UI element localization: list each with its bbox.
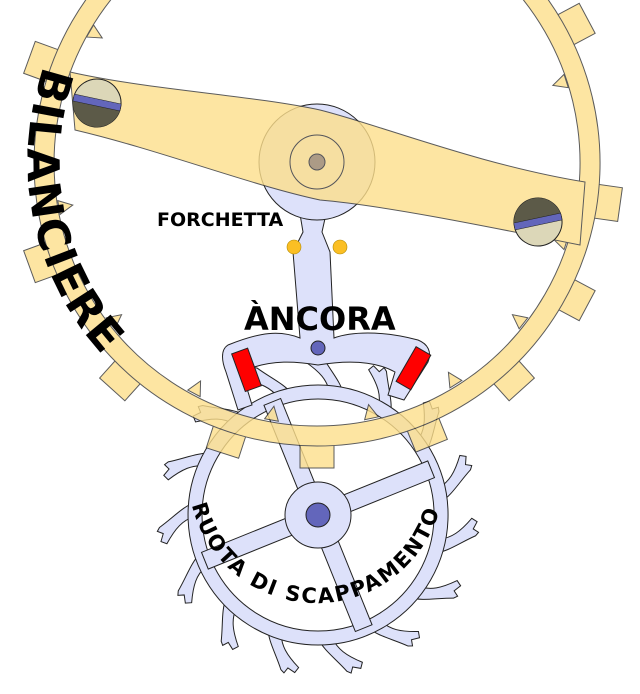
escape-wheel-tooth bbox=[267, 628, 300, 674]
anchor-body bbox=[222, 195, 431, 411]
balance-stud-tip bbox=[57, 199, 74, 216]
balance-wheel bbox=[22, 0, 623, 469]
anchor-label: ÀNCORA bbox=[244, 300, 396, 338]
escape-wheel-pivot bbox=[305, 502, 331, 528]
balance-stud-tip bbox=[105, 313, 123, 330]
balance-staff-collet bbox=[289, 134, 345, 190]
balance-stud-tip bbox=[511, 313, 529, 330]
banking-pin-right bbox=[332, 239, 348, 255]
exit-pallet-jewel bbox=[395, 345, 432, 391]
balance-screw-left bbox=[72, 78, 122, 128]
fork-label: FORCHETTA bbox=[157, 209, 283, 231]
escape-wheel-tooth bbox=[156, 501, 195, 545]
balance-stud-tip bbox=[363, 403, 380, 421]
balance-wheel-rim bbox=[33, 0, 601, 447]
escape-wheel-tooth bbox=[368, 365, 392, 415]
banking-pin-left bbox=[286, 239, 302, 255]
balance-stud-tip bbox=[263, 405, 280, 422]
balance-stud-tip bbox=[447, 371, 463, 389]
escape-wheel-tooth bbox=[317, 637, 363, 674]
escape-wheel-tooth bbox=[163, 452, 211, 481]
balance-wheel-arm bbox=[69, 71, 586, 246]
entry-pallet-jewel bbox=[231, 347, 262, 393]
balance-staff bbox=[308, 153, 326, 171]
escape-wheel-tooth bbox=[409, 579, 462, 600]
balance-stud-tip bbox=[551, 73, 570, 89]
anchor-pivot bbox=[310, 340, 326, 356]
escape-wheel-tooth bbox=[438, 454, 473, 503]
balance-stud-tip bbox=[186, 379, 202, 398]
escape-wheel-tooth bbox=[435, 517, 480, 554]
balance-screw-right bbox=[513, 197, 563, 247]
